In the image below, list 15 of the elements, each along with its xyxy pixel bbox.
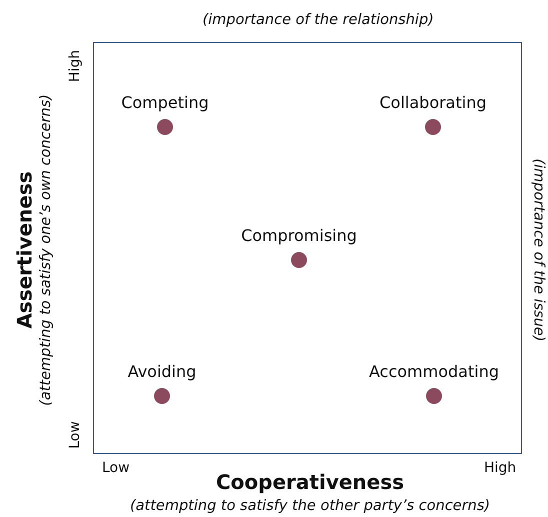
axis-subtitle: (attempting to satisfy one’s own concerns) bbox=[38, 94, 54, 406]
point-label: Accommodating bbox=[369, 362, 499, 381]
point-label: Competing bbox=[121, 93, 209, 112]
axis-tick-label: Low bbox=[66, 421, 83, 449]
axis-subtitle: (attempting to satisfy the other party’s concerns) bbox=[130, 498, 490, 514]
point-label: Compromising bbox=[241, 226, 357, 245]
axis-tick-label: Low bbox=[102, 460, 130, 476]
axis-tick-label: High bbox=[67, 50, 84, 82]
point-label: Collaborating bbox=[380, 93, 486, 112]
axis-title: Cooperativeness bbox=[216, 470, 404, 494]
axis-tick-label: High bbox=[484, 460, 516, 476]
point-label: Avoiding bbox=[128, 362, 196, 381]
axis-title: Assertiveness bbox=[12, 171, 36, 329]
axis-note: (importance of the issue) bbox=[530, 158, 546, 342]
axis-note: (importance of the relationship) bbox=[202, 12, 434, 28]
